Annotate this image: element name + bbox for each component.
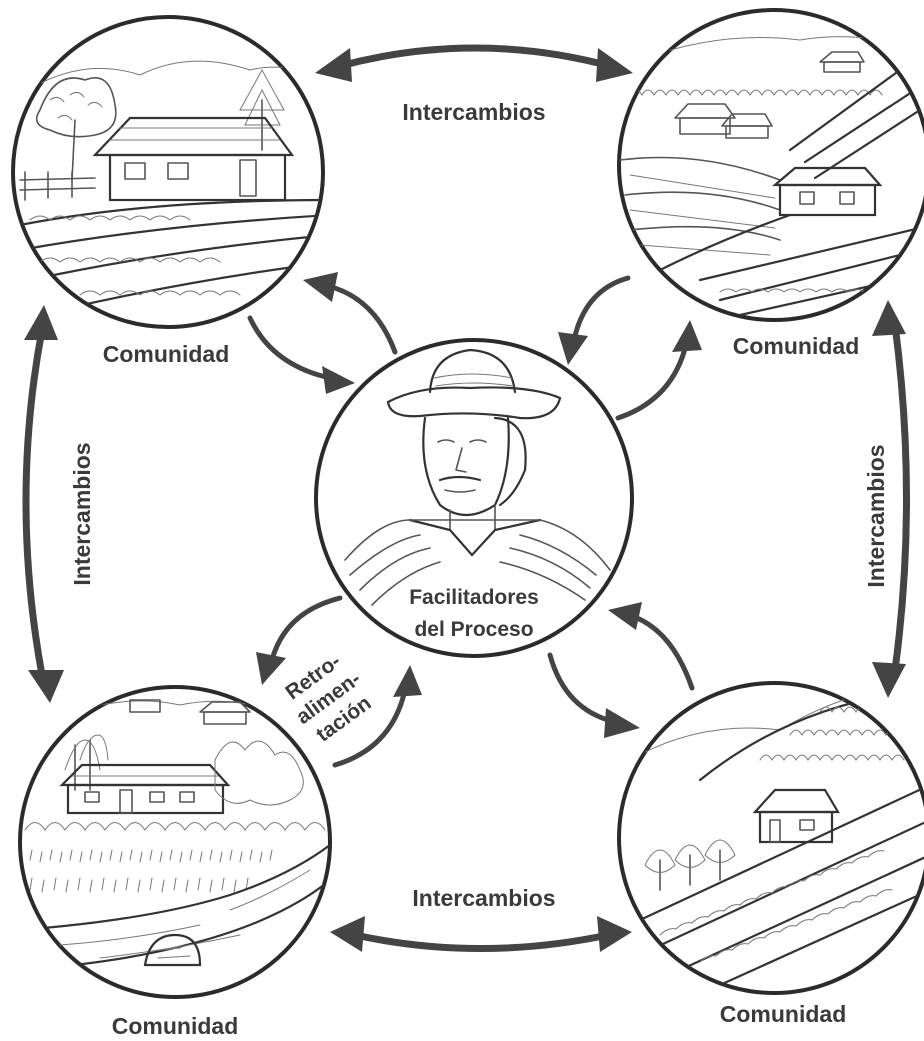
community-circle-top-left [11,15,325,329]
flow-arrow-tr-to-center [558,275,631,365]
flow-arrow-tl-to-center [247,315,355,394]
exchange-label-left: Intercambios [69,442,95,585]
exchange-label-right: Intercambios [863,444,889,587]
flow-arrow-br-to-center [608,602,695,691]
exchange-arrow-bottom [330,916,632,952]
exchange-arrow-left [22,305,64,703]
exchange-arrow-top [315,44,633,82]
exchange-arrow-right [872,300,910,698]
community-circle-bottom-right [617,681,924,995]
flow-arrow-bl-to-center-feedback [332,665,422,768]
community-circle-top-right [617,8,924,322]
community-label-bottom-right: Comunidad [720,1001,847,1027]
community-circle-bottom-left [18,685,332,999]
facilitators-label-line2: del Proceso [414,618,533,641]
flow-arrow-center-to-br [547,652,640,738]
facilitators-circle: Facilitadores del Proceso [314,338,634,658]
flow-arrow-center-to-tr [615,320,702,421]
farmer-portrait-icon [344,348,611,606]
community-label-bottom-left: Comunidad [112,1013,239,1039]
hillside-farm-icon [629,688,924,987]
exchange-label-top: Intercambios [402,99,545,125]
community-label-top-left: Comunidad [103,341,230,367]
river-village-icon [20,699,330,972]
feedback-label: Retro- alimen- tación [281,649,375,746]
community-label-top-right: Comunidad [733,333,860,359]
flow-arrow-center-to-tl [303,272,398,355]
exchange-label-bottom: Intercambios [412,885,555,911]
facilitators-label-line1: Facilitadores [409,586,539,609]
flow-arrow-center-to-bl [256,595,343,685]
